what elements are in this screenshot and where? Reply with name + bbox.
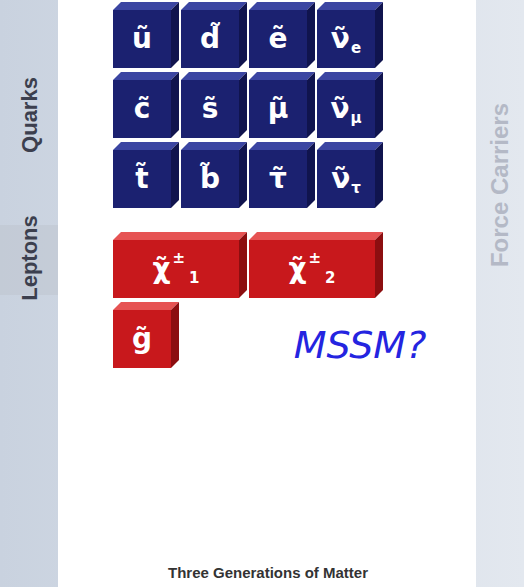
cube-faces [317, 2, 383, 68]
cube-side-face [375, 232, 383, 298]
group-label: Quarks [17, 77, 43, 153]
group-label-holder: Quarks [17, 77, 43, 153]
sfermion-cube: s̃ [181, 80, 239, 138]
cube-faces [113, 2, 179, 68]
cube-top-face [181, 142, 247, 150]
particle-symbol: μ̃ [268, 95, 289, 123]
group-label-holder: Leptons [17, 215, 43, 301]
cube-side-face [171, 2, 179, 68]
subscript: τ [351, 181, 361, 196]
sfermion-cube: τ̃ [249, 150, 307, 208]
subscript: μ [351, 111, 362, 126]
sfermion-cube: ν̃τ [317, 150, 375, 208]
cube-side-face [239, 72, 247, 138]
sfermion-cube: b̃ [181, 150, 239, 208]
particle-symbol: ν̃ [331, 165, 350, 193]
particle-symbol: c̃ [134, 95, 151, 123]
particle-symbol: d̃ [200, 25, 220, 53]
cube-side-face [239, 232, 247, 298]
cube-faces [181, 72, 247, 138]
cube-faces [249, 232, 383, 298]
particle-symbol: τ̃ [269, 165, 287, 193]
cube-top-face [113, 2, 179, 10]
cube-faces [113, 142, 179, 208]
cube-top-face [181, 2, 247, 10]
cube-top-face [113, 232, 247, 240]
group-label: Force Carriers [486, 103, 514, 267]
cube-top-face [317, 2, 383, 10]
sfermion-cube: μ̃ [249, 80, 307, 138]
cube-side-face [307, 142, 315, 208]
cube-top-face [317, 142, 383, 150]
subscript: 2 [325, 271, 335, 286]
cube-faces [181, 142, 247, 208]
particle-symbol: g̃ [132, 325, 152, 353]
cube-side-face [239, 142, 247, 208]
particle-symbol: ũ [132, 25, 152, 53]
cube-top-face [113, 72, 179, 80]
sfermion-cube: ẽ [249, 10, 307, 68]
subscript: 1 [189, 271, 199, 286]
cube-top-face [249, 2, 315, 10]
question-note: MSSM? [294, 323, 427, 367]
gaugino-cube: g̃ [113, 310, 171, 368]
sfermion-cube: ν̃μ [317, 80, 375, 138]
question-note-holder: MSSM? [294, 323, 427, 367]
cube-side-face [171, 142, 179, 208]
group-label-holder: Force Carriers [486, 103, 514, 267]
white-panel [58, 0, 476, 587]
cube-side-face [171, 302, 179, 368]
cube-faces [317, 72, 383, 138]
particle-symbol: χ̃ [152, 255, 170, 283]
cube-faces [249, 2, 315, 68]
particle-symbol: ν̃ [331, 25, 350, 53]
footer-caption-holder: Three Generations of Matter [168, 563, 368, 582]
cube-faces [113, 72, 179, 138]
cube-side-face [375, 2, 383, 68]
particle-symbol: ẽ [269, 25, 288, 53]
cube-side-face [171, 72, 179, 138]
particle-symbol: ν̃ [330, 95, 349, 123]
cube-top-face [113, 142, 179, 150]
cube-top-face [249, 142, 315, 150]
cube-top-face [181, 72, 247, 80]
superscript: ± [173, 251, 186, 266]
cube-top-face [317, 72, 383, 80]
cube-faces [113, 232, 247, 298]
footer-caption: Three Generations of Matter [168, 564, 368, 581]
sfermion-cube: c̃ [113, 80, 171, 138]
sfermion-cube: d̃ [181, 10, 239, 68]
cube-faces [181, 2, 247, 68]
cube-top-face [113, 302, 179, 310]
gaugino-cube: χ̃±1 [113, 240, 239, 298]
sfermion-cube: ν̃e [317, 10, 375, 68]
sfermion-cube: ũ [113, 10, 171, 68]
cube-side-face [239, 2, 247, 68]
cube-side-face [307, 2, 315, 68]
gaugino-cube: χ̃±2 [249, 240, 375, 298]
superscript: ± [309, 251, 322, 266]
cube-faces [249, 142, 315, 208]
cube-side-face [307, 72, 315, 138]
subscript: e [351, 41, 361, 56]
cube-top-face [249, 72, 315, 80]
particle-symbol: s̃ [202, 95, 219, 123]
particle-symbol: χ̃ [288, 255, 306, 283]
cube-faces [249, 72, 315, 138]
cube-faces [113, 302, 179, 368]
cube-side-face [375, 142, 383, 208]
sfermion-cube: t̃ [113, 150, 171, 208]
cube-faces [317, 142, 383, 208]
cube-side-face [375, 72, 383, 138]
group-label: Leptons [17, 215, 43, 301]
cube-top-face [249, 232, 383, 240]
particle-symbol: b̃ [200, 165, 220, 193]
particle-symbol: t̃ [135, 165, 148, 193]
